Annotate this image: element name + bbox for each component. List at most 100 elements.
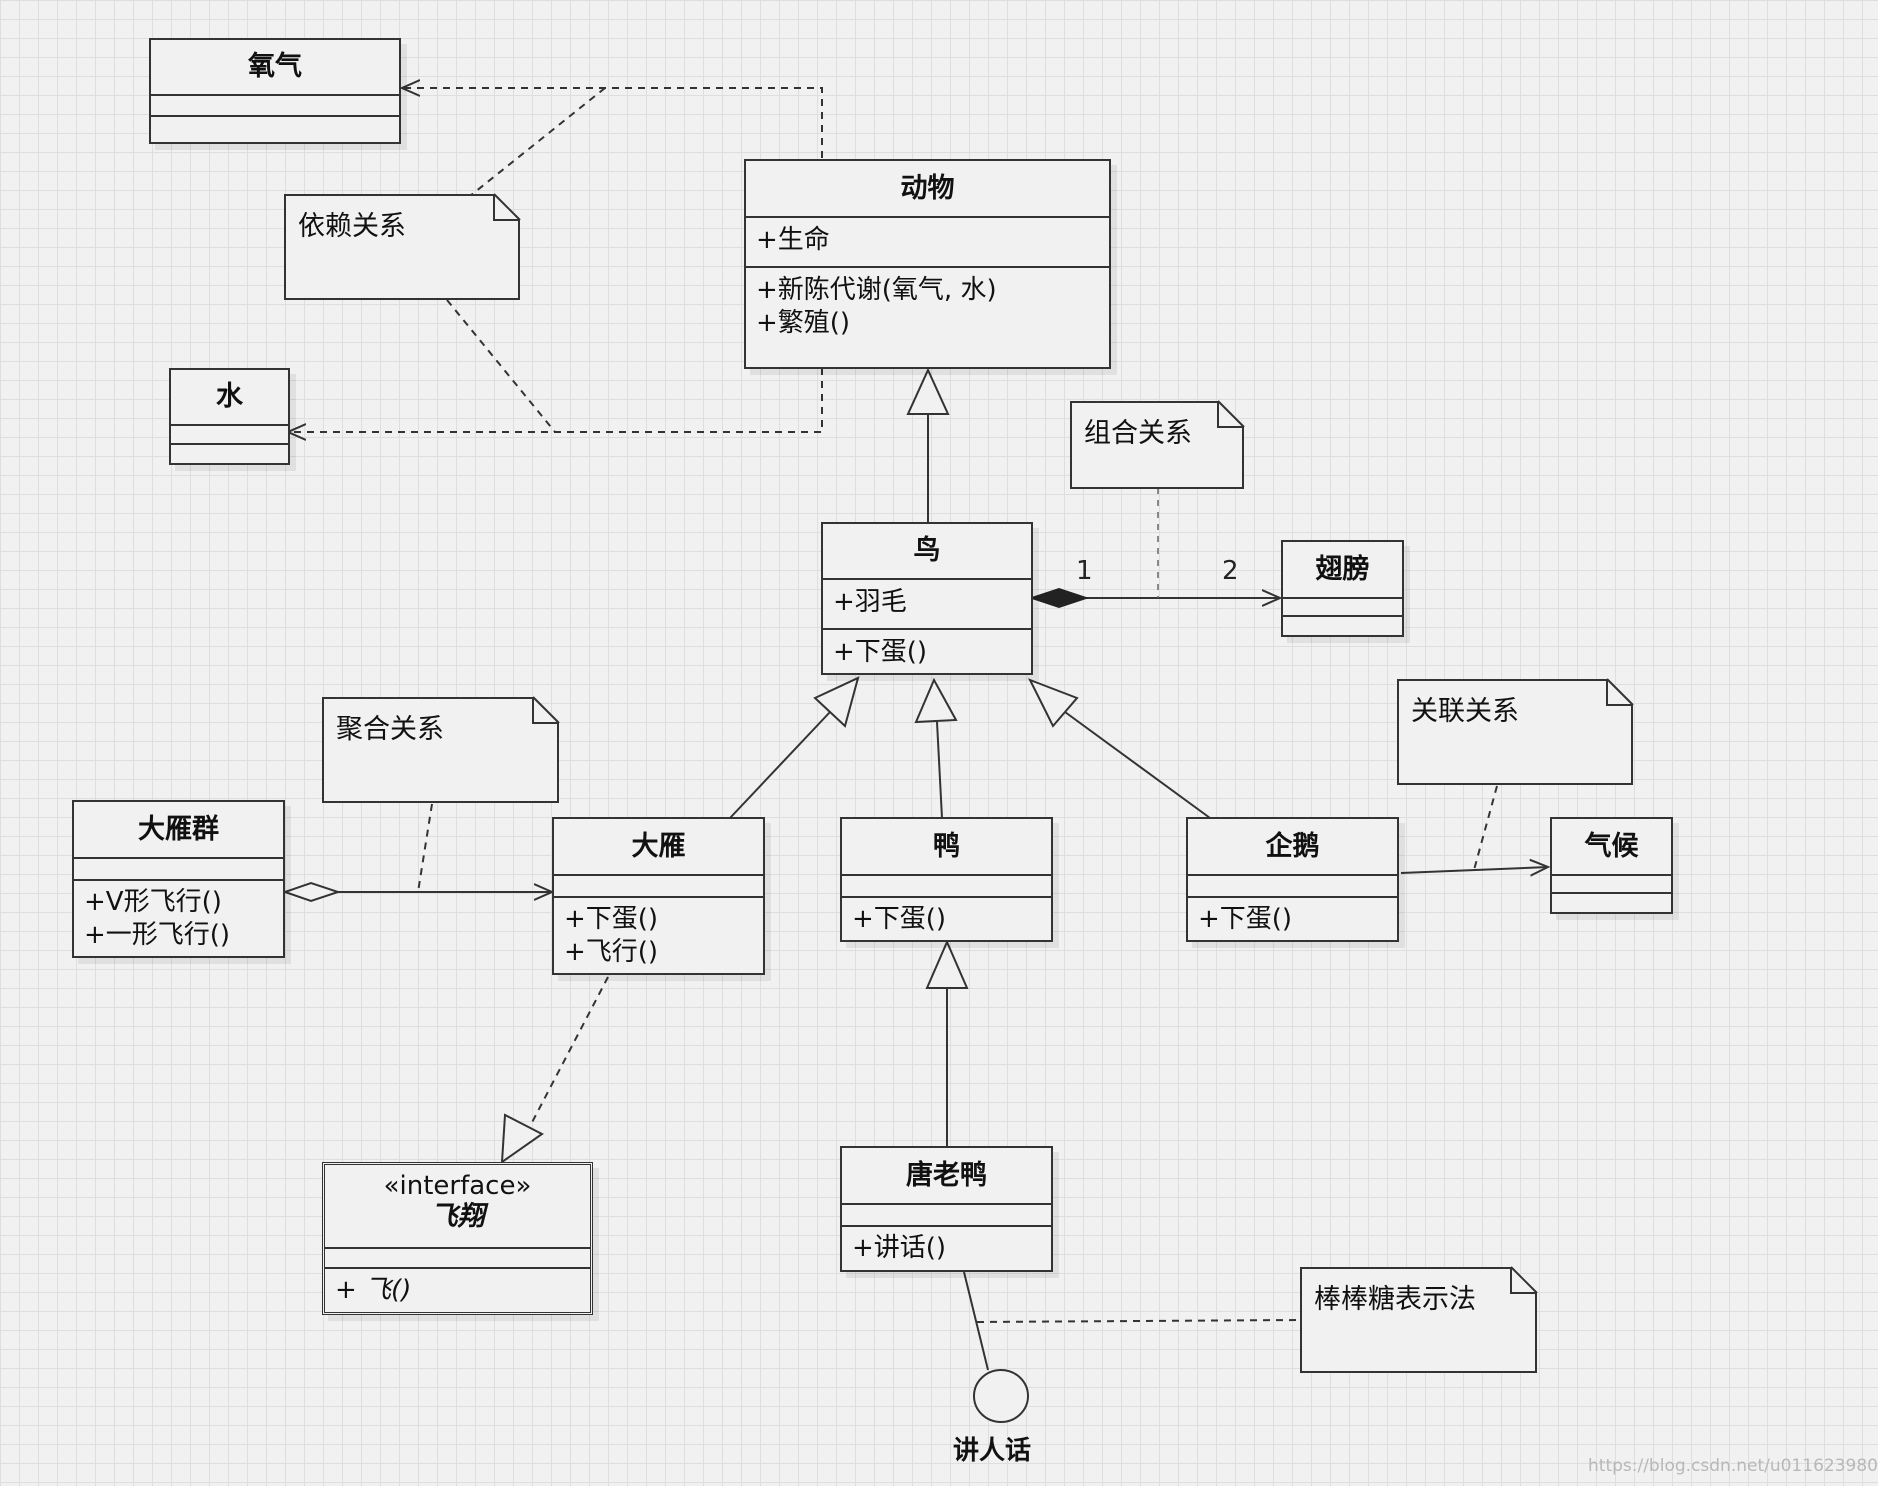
watermark-text: https://blog.csdn.net/u011623980 [1588,1456,1878,1476]
note-text: 聚合关系 [336,714,444,745]
class-operations [1552,892,1671,912]
operation-fly: + 飞() [335,1275,412,1305]
class-climate[interactable]: 气候 [1550,817,1673,914]
note-lollipop[interactable]: 棒棒糖表示法 [1300,1267,1537,1373]
class-operations: +下蛋() [823,628,1031,669]
association-line-climate[interactable] [1400,867,1548,873]
operation-speak: +讲话() [852,1233,947,1263]
interface-fly[interactable]: «interface» 飞翔 + 飞() [322,1162,593,1315]
class-operations: +新陈代谢(氧气, 水) +繁殖() [746,266,1109,340]
note-composition[interactable]: 组合关系 [1070,401,1244,489]
note-aggregation[interactable]: 聚合关系 [322,697,559,803]
class-animal[interactable]: 动物 +生命 +新陈代谢(氧气, 水) +繁殖() [744,159,1111,369]
operation-lay-egg: +下蛋() [564,904,659,934]
fold-aggregation [532,697,559,724]
class-operations: +讲话() [842,1225,1051,1265]
class-name: 大雁 [631,831,686,862]
note-folds [493,193,1634,1294]
class-attributes [151,94,399,115]
class-operations: +下蛋() [842,896,1051,936]
fold-composition [1217,401,1244,428]
operation-line-flight: +一形飞行() [84,920,231,950]
interface-operations: + 飞() [325,1267,590,1307]
class-name: 鸭 [933,831,960,862]
class-donald-duck[interactable]: 唐老鸭 +讲话() [840,1146,1053,1272]
class-operations [151,115,399,142]
class-attributes [1552,874,1671,892]
operation-reproduce: +繁殖() [756,308,851,338]
operation-fly: +飞行() [564,937,659,967]
class-attributes: +生命 [746,216,1109,266]
operation-lay-egg: +下蛋() [1198,904,1293,934]
class-name: 水 [216,381,243,412]
lollipop-stem[interactable] [963,1271,989,1371]
note-text: 关联关系 [1411,696,1519,727]
class-name: 唐老鸭 [906,1160,987,1191]
class-attributes [74,857,283,879]
class-name: 动物 [900,173,955,204]
generalization-goose-bird[interactable] [729,711,831,819]
class-duck[interactable]: 鸭 +下蛋() [840,817,1053,942]
class-attributes [1283,597,1402,615]
fold-association [1606,679,1633,706]
operation-metabolism: +新陈代谢(氧气, 水) [756,275,997,305]
note-anchor-aggregation [417,803,433,893]
note-text: 组合关系 [1084,418,1192,449]
note-association[interactable]: 关联关系 [1397,679,1633,785]
interface-stereotype: «interface» [383,1171,532,1201]
relationship-layer [281,0,1832,1423]
note-dependency[interactable]: 依赖关系 [284,194,520,300]
class-operations [171,443,288,463]
class-water[interactable]: 水 [169,368,290,465]
aggregation-diamond [281,881,342,903]
class-name: 企鹅 [1265,831,1320,862]
operation-lay-egg: +下蛋() [852,904,947,934]
interface-attributes [325,1247,590,1267]
class-attributes [554,874,763,896]
lollipop-circle[interactable] [973,1369,1029,1423]
realization-arrowhead [500,1113,544,1165]
generalization-arrowhead-penguin [1027,678,1079,728]
lollipop-interface-label: 讲人话 [953,1436,1032,1466]
generalization-arrowhead-animal [906,367,950,415]
class-name: 鸟 [913,535,941,566]
class-operations: +下蛋() +飞行() [554,896,763,969]
class-name: 大雁群 [138,814,219,845]
attribute-life: +生命 [756,225,830,255]
generalization-arrowhead-goose [813,676,860,728]
class-bird[interactable]: 鸟 +羽毛 +下蛋() [821,522,1033,675]
generalization-penguin-bird[interactable] [1064,711,1211,819]
dependency-line-oxygen[interactable] [402,88,823,158]
generalization-arrowhead-duck-bottom [925,939,969,989]
class-goose-flock[interactable]: 大雁群 +V形飞行() +一形飞行() [72,800,285,958]
class-attributes [842,874,1051,896]
class-wing[interactable]: 翅膀 [1281,540,1404,637]
interface-header: «interface» 飞翔 [325,1165,590,1247]
note-anchor-lollipop [976,1319,1301,1323]
class-operations: +V形飞行() +一形飞行() [74,879,283,952]
class-penguin[interactable]: 企鹅 +下蛋() [1186,817,1399,942]
fold-dependency [493,194,520,221]
operation-lay-egg: +下蛋() [833,637,928,667]
note-anchor-dependency-top [469,87,606,197]
class-name: 翅膀 [1315,554,1370,585]
interface-name: 飞翔 [430,1201,485,1232]
note-anchor-dependency-bottom [446,299,556,433]
dependency-line-water[interactable] [288,368,823,432]
realization-line-fly[interactable] [526,976,609,1133]
generalization-duck-bird[interactable] [936,721,943,819]
class-oxygen[interactable]: 氧气 [149,38,401,144]
class-attributes [842,1203,1051,1225]
operation-v-flight: +V形飞行() [84,887,222,917]
note-anchor-association [1473,785,1498,871]
class-operations [1283,615,1402,635]
class-attributes [171,424,288,443]
attribute-feather: +羽毛 [833,587,907,617]
multiplicity-wing: 2 [1222,556,1239,586]
fold-lollipop [1510,1267,1537,1294]
class-attributes: +羽毛 [823,578,1031,628]
note-text: 依赖关系 [298,211,406,242]
class-operations: +下蛋() [1188,896,1397,936]
class-goose[interactable]: 大雁 +下蛋() +飞行() [552,817,765,975]
generalization-arrowhead-duck [914,677,958,724]
